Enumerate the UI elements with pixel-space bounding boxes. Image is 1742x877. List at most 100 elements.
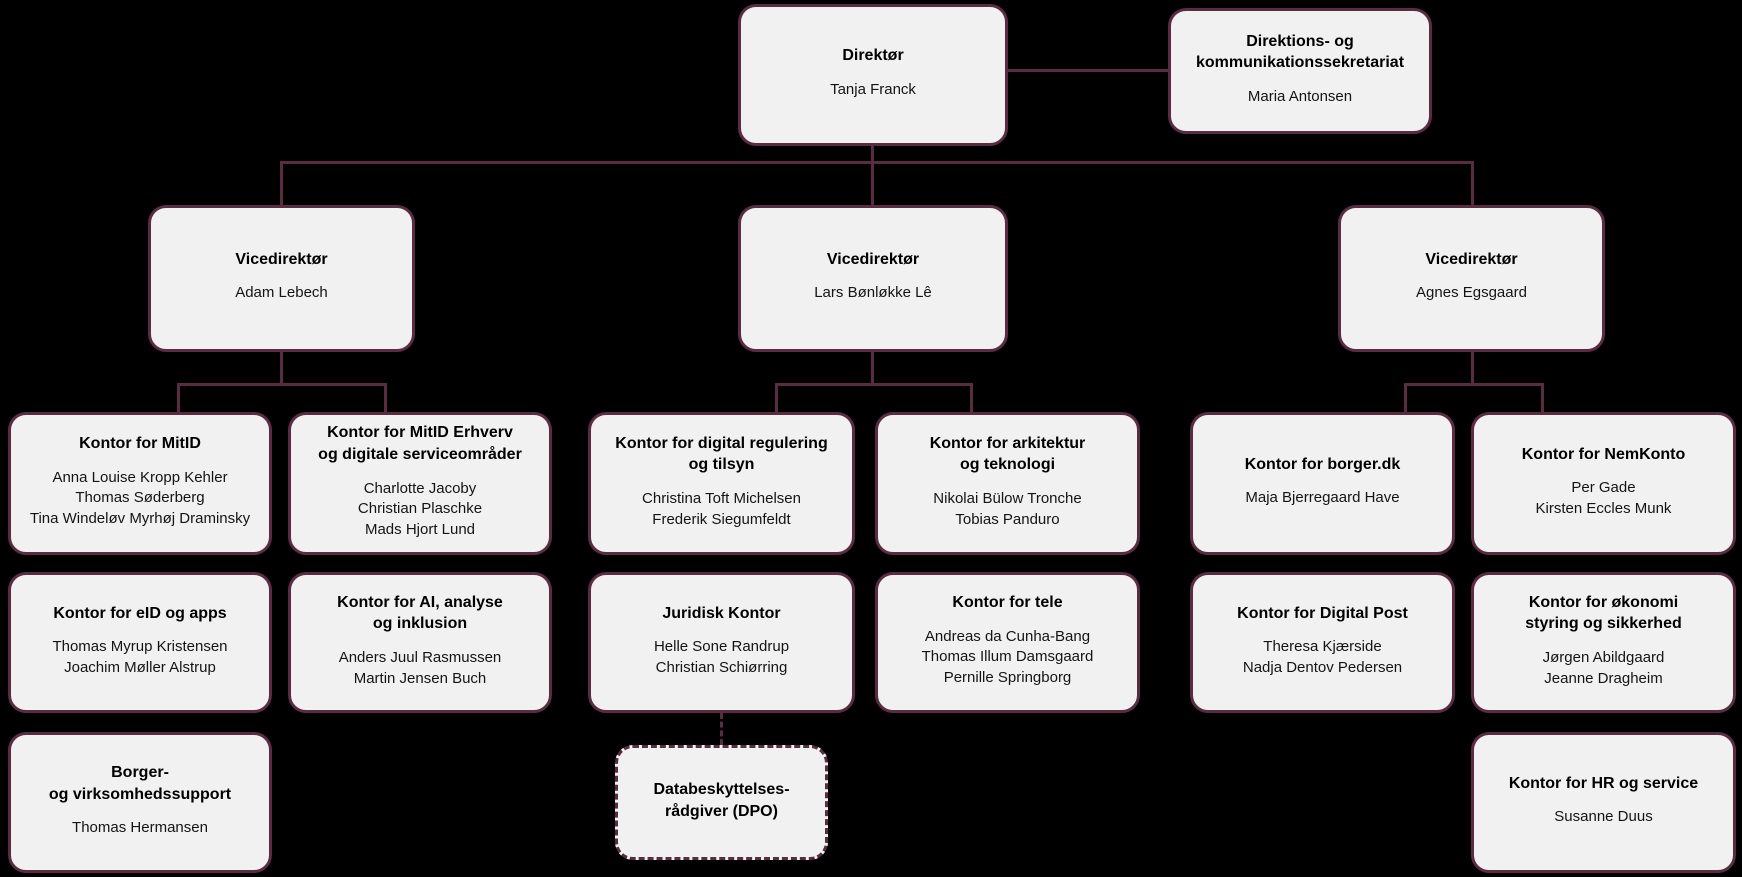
connector-vice-right-down <box>1471 352 1474 385</box>
node-names: Tanja Franck <box>830 80 916 101</box>
node-title: Kontor for HR og service <box>1508 774 1699 792</box>
connector-rail-left <box>177 383 387 386</box>
connector-drop-borgerdk <box>1404 384 1407 413</box>
node-names: Anna Louise Kropp Kehler Thomas Søderber… <box>30 468 250 530</box>
node-member-name: Anna Louise Kropp Kehler <box>52 468 228 486</box>
node-names: Maja Bjerregaard Have <box>1245 488 1399 509</box>
node-member-name: Agnes Egsgaard <box>1416 284 1527 302</box>
node-names: Lars Bønløkke Lê <box>814 283 932 304</box>
connector-rail-right <box>1404 383 1544 386</box>
node-member-name: Susanne Duus <box>1554 808 1653 826</box>
node-member-name: Tanja Franck <box>830 80 916 98</box>
node-member-name: Christina Toft Michelsen <box>642 489 801 507</box>
org-node-kontor-mitid-erhverv: Kontor for MitID Erhverv og digitale ser… <box>288 412 552 555</box>
node-member-name: Thomas Søderberg <box>75 489 205 507</box>
node-title: Kontor for MitID Erhverv og digitale ser… <box>318 424 522 463</box>
node-member-name: Kirsten Eccles Munk <box>1535 499 1672 517</box>
node-title: Direktions- og kommunikationssekretariat <box>1195 32 1405 72</box>
org-node-kontor-eid-apps: Kontor for eID og apps Thomas Myrup Kris… <box>8 572 272 713</box>
node-member-name: Thomas Illum Damsgaard <box>921 648 1094 666</box>
node-names: Charlotte Jacoby Christian Plaschke Mads… <box>358 479 482 541</box>
node-member-name: Tobias Panduro <box>955 510 1060 528</box>
node-title: Databeskyttelses- rådgiver (DPO) <box>653 780 790 820</box>
org-node-kontor-ai-analyse: Kontor for AI, analyse og inklusion Ande… <box>288 572 552 713</box>
node-names: Andreas da Cunha-Bang Thomas Illum Damsg… <box>922 627 1094 689</box>
org-node-kontor-borgerdk: Kontor for borger.dk Maja Bjerregaard Ha… <box>1190 412 1455 555</box>
connector-drop-vice-mid <box>871 162 874 206</box>
node-member-name: Christian Plaschke <box>357 500 483 518</box>
connector-drop-vice-left <box>280 162 283 206</box>
node-member-name: Mads Hjort Lund <box>364 520 476 538</box>
node-member-name: Maria Antonsen <box>1247 87 1353 105</box>
node-title: Kontor for NemKonto <box>1521 445 1686 463</box>
org-node-juridisk-kontor: Juridisk Kontor Helle Sone Randrup Chris… <box>588 572 855 713</box>
node-names: Jørgen Abildgaard Jeanne Dragheim <box>1543 648 1665 689</box>
org-node-kontor-digital-post: Kontor for Digital Post Theresa Kjærside… <box>1190 572 1455 713</box>
node-member-name: Frederik Siegumfeldt <box>652 510 791 528</box>
org-node-vicedirektor-left: Vicedirektør Adam Lebech <box>148 205 415 352</box>
node-member-name: Theresa Kjærside <box>1263 638 1382 656</box>
org-node-kontor-tele: Kontor for tele Andreas da Cunha-Bang Th… <box>875 572 1140 713</box>
org-node-kontor-digital-regulering: Kontor for digital regulering og tilsyn … <box>588 412 855 555</box>
node-member-name: Nadja Dentov Pedersen <box>1242 658 1403 676</box>
connector-drop-vice-right <box>1471 162 1474 206</box>
connector-rail-mid <box>775 383 973 386</box>
node-names: Theresa Kjærside Nadja Dentov Pedersen <box>1243 637 1402 678</box>
connector-vice-mid-down <box>871 352 874 385</box>
connector-direktor-sekretariat <box>1008 69 1168 72</box>
node-member-name: Jørgen Abildgaard <box>1542 648 1665 666</box>
node-names: Thomas Myrup Kristensen Joachim Møller A… <box>52 637 227 678</box>
node-names: Christina Toft Michelsen Frederik Siegum… <box>642 489 801 530</box>
connector-rail-top <box>280 161 1474 164</box>
node-names: Helle Sone Randrup Christian Schiørring <box>654 637 789 678</box>
node-member-name: Tina Windeløv Myrhøj Draminsky <box>29 510 251 528</box>
node-member-name: Lars Bønløkke Lê <box>814 284 932 302</box>
org-node-vicedirektor-mid: Vicedirektør Lars Bønløkke Lê <box>738 205 1008 352</box>
node-member-name: Per Gade <box>1571 479 1636 497</box>
node-title: Juridisk Kontor <box>662 604 781 622</box>
node-member-name: Jeanne Dragheim <box>1544 669 1663 687</box>
org-node-kontor-arkitektur: Kontor for arkitektur og teknologi Nikol… <box>875 412 1140 555</box>
node-title: Kontor for borger.dk <box>1244 455 1401 473</box>
node-title: Vicedirektør <box>826 250 920 268</box>
connector-drop-nemkonto <box>1541 384 1544 413</box>
node-title: Kontor for AI, analyse og inklusion <box>337 593 503 633</box>
node-names: Adam Lebech <box>235 283 328 304</box>
connector-vice-left-down <box>280 352 283 385</box>
org-node-vicedirektor-right: Vicedirektør Agnes Egsgaard <box>1338 205 1605 352</box>
node-member-name: Anders Juul Rasmussen <box>338 648 502 666</box>
node-member-name: Christian Schiørring <box>655 658 788 676</box>
node-names: Agnes Egsgaard <box>1416 283 1527 304</box>
connector-drop-arkitektur <box>970 384 973 413</box>
connector-drop-mitid-erhverv <box>384 384 387 413</box>
org-node-direktor: Direktør Tanja Franck <box>738 4 1008 146</box>
org-node-sekretariat: Direktions- og kommunikationssekretariat… <box>1168 8 1432 134</box>
connector-drop-digital-regulering <box>775 384 778 413</box>
connector-drop-mitid <box>177 384 180 413</box>
node-member-name: Thomas Myrup Kristensen <box>52 638 228 656</box>
node-title: Vicedirektør <box>1425 250 1518 268</box>
node-title: Kontor for økonomi styring og sikkerhed <box>1525 593 1682 633</box>
node-title: Kontor for arkitektur og teknologi <box>929 434 1086 474</box>
node-member-name: Pernille Springborg <box>943 669 1072 687</box>
node-names: Thomas Hermansen <box>72 818 208 839</box>
node-member-name: Nikolai Bülow Tronche <box>933 489 1082 507</box>
node-member-name: Adam Lebech <box>235 284 328 302</box>
node-member-name: Helle Sone Randrup <box>653 638 790 656</box>
node-names: Susanne Duus <box>1554 807 1652 828</box>
node-member-name: Joachim Møller Alstrup <box>64 658 216 676</box>
node-title: Kontor for Digital Post <box>1237 604 1408 622</box>
node-member-name: Andreas da Cunha-Bang <box>924 627 1091 645</box>
node-title: Kontor for eID og apps <box>53 604 227 622</box>
node-member-name: Martin Jensen Buch <box>353 669 487 687</box>
org-node-kontor-hr-service: Kontor for HR og service Susanne Duus <box>1471 732 1736 873</box>
org-node-kontor-okonomi: Kontor for økonomi styring og sikkerhed … <box>1471 572 1736 713</box>
connector-direktor-down <box>871 146 874 163</box>
node-member-name: Thomas Hermansen <box>72 819 208 837</box>
node-names: Per Gade Kirsten Eccles Munk <box>1536 478 1672 519</box>
node-title: Kontor for tele <box>952 594 1063 612</box>
node-names: Nikolai Bülow Tronche Tobias Panduro <box>933 489 1081 530</box>
org-node-borger-virksomhedssupport: Borger- og virksomhedssupport Thomas Her… <box>8 732 272 873</box>
node-member-name: Maja Bjerregaard Have <box>1245 489 1400 507</box>
